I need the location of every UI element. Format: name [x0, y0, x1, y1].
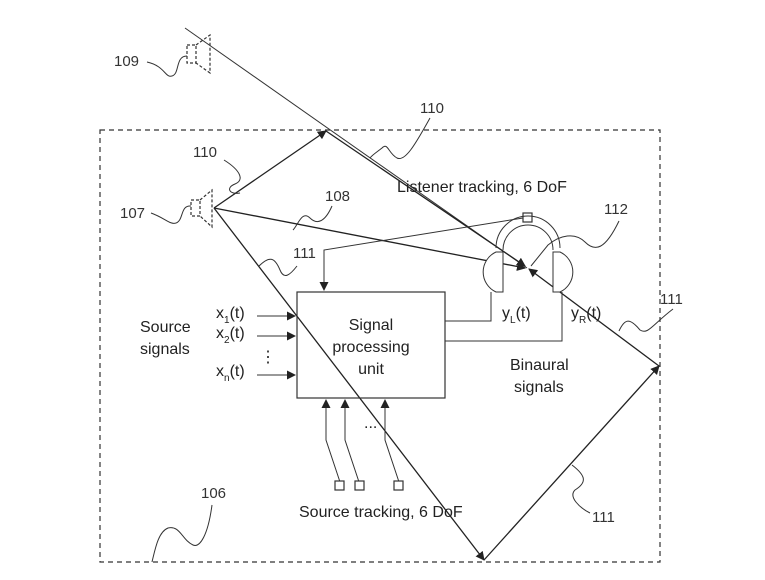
- source-tracker-line-1: [321, 399, 341, 483]
- ref-110-left: 110: [193, 144, 217, 161]
- output-yL-line: [445, 292, 492, 322]
- leader-106: [151, 504, 213, 563]
- spu-label-line3: unit: [358, 361, 384, 378]
- source-tracking-label: Source tracking, 6 DoF: [299, 504, 463, 521]
- source-tracker-icon-3: [393, 480, 404, 491]
- spu-label-line2: processing: [332, 339, 409, 356]
- ref-112: 112: [604, 201, 628, 218]
- leader-110-top: [369, 117, 431, 160]
- leader-110-left: [223, 159, 241, 194]
- ref-107: 107: [120, 205, 145, 222]
- headphones-icon: [482, 215, 574, 293]
- binaural-label-line1: Binaural: [510, 357, 569, 374]
- leader-108: [292, 205, 333, 231]
- output-yL-label: yL(t): [502, 305, 531, 326]
- source-signals-label-line1: Source: [140, 319, 191, 336]
- leader-111-right: [618, 308, 674, 332]
- ref-111-left: 111: [293, 245, 316, 262]
- listener-tracking-label: Listener tracking, 6 DoF: [397, 179, 567, 196]
- leader-107: [150, 205, 192, 224]
- listener-tracking-line: [319, 217, 524, 291]
- room-boundary: [99, 129, 661, 563]
- ref-111-bottom: 111: [592, 509, 615, 526]
- ref-110-top: 110: [420, 100, 444, 117]
- spu-label-line1: Signal: [349, 317, 393, 334]
- leader-109: [146, 55, 188, 77]
- source-tracker-line-2: [340, 399, 360, 483]
- leader-111-left: [258, 258, 298, 276]
- reflection-ray-110a: [213, 130, 327, 209]
- reflection-ray-111a: [213, 207, 485, 561]
- reflection-ray-111c: [528, 268, 660, 367]
- ref-109: 109: [114, 53, 139, 70]
- source-tracker-line-3: [380, 399, 400, 483]
- ref-108: 108: [325, 188, 350, 205]
- ref-106: 106: [201, 485, 226, 502]
- output-yR-line: [445, 292, 563, 342]
- reflection-ray-110b: [325, 130, 526, 267]
- input-ellipsis: ⋮: [260, 349, 276, 366]
- leader-112: [530, 220, 620, 267]
- source-tracker-icon-1: [334, 480, 345, 491]
- tracker-ellipsis: ...: [364, 415, 377, 432]
- listener-tracker-icon: [522, 212, 533, 223]
- input-x1-label: x1(t): [216, 305, 245, 326]
- binaural-label-line2: signals: [514, 379, 564, 396]
- output-yR-label: yR(t): [571, 305, 601, 326]
- reflection-ray-111b: [483, 365, 660, 561]
- ref-111-right: 111: [660, 291, 683, 308]
- input-x2-label: x2(t): [216, 325, 245, 346]
- direct-ray-108: [213, 207, 526, 271]
- leader-111-bottom: [571, 464, 591, 514]
- signal-processing-unit: [296, 291, 446, 399]
- source-signals-label-line2: signals: [140, 341, 190, 358]
- source-tracker-icon-2: [354, 480, 365, 491]
- source-speaker-icon: [190, 188, 213, 229]
- image-source-speaker-icon: [186, 33, 211, 75]
- input-xn-label: xn(t): [216, 363, 245, 384]
